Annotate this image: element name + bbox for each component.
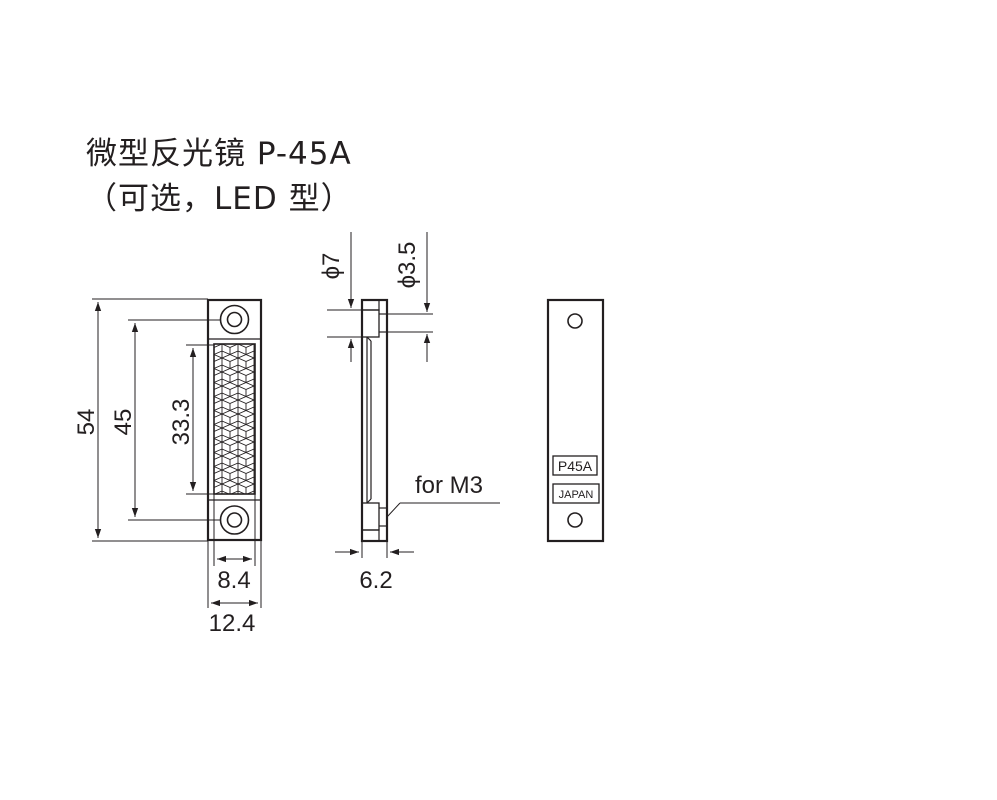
back-bottom-hole — [567, 512, 583, 528]
origin-label: JAPAN — [559, 489, 594, 501]
dim-reflector-length: 33.3 — [168, 399, 195, 446]
reflector-area — [213, 343, 256, 495]
dim-reflector-width: 8.4 — [217, 567, 250, 594]
back-body — [546, 298, 605, 543]
back-view — [546, 298, 605, 543]
side-dimension-lines — [335, 232, 431, 556]
dim-thickness: 6.2 — [359, 567, 392, 594]
front-extension-lines — [92, 298, 262, 608]
side-extension-lines — [327, 309, 500, 558]
origin-label-box — [552, 483, 600, 504]
bottom-hole — [226, 512, 243, 528]
front-body — [206, 298, 263, 542]
side-view — [360, 298, 389, 543]
dim-body-width: 12.4 — [209, 610, 256, 637]
screw-note: for M3 — [415, 472, 483, 499]
top-hole — [226, 311, 243, 328]
bottom-counterbore — [219, 505, 250, 535]
model-label-box — [552, 455, 598, 476]
dim-total-length: 54 — [73, 409, 100, 436]
back-top-hole — [567, 313, 583, 329]
dim-hole-diameter: ϕ3.5 — [394, 242, 421, 289]
page-title: 微型反光镜 P-45A — [86, 136, 352, 172]
dim-counterbore-diameter: ϕ7 — [318, 253, 345, 280]
front-dimension-lines — [94, 302, 258, 607]
front-view — [206, 298, 263, 542]
dim-hole-pitch: 45 — [110, 409, 137, 436]
model-label: P45A — [558, 458, 593, 474]
side-body — [360, 298, 389, 543]
page-subtitle: （可选，LED 型） — [86, 181, 353, 217]
top-counterbore — [219, 304, 250, 335]
